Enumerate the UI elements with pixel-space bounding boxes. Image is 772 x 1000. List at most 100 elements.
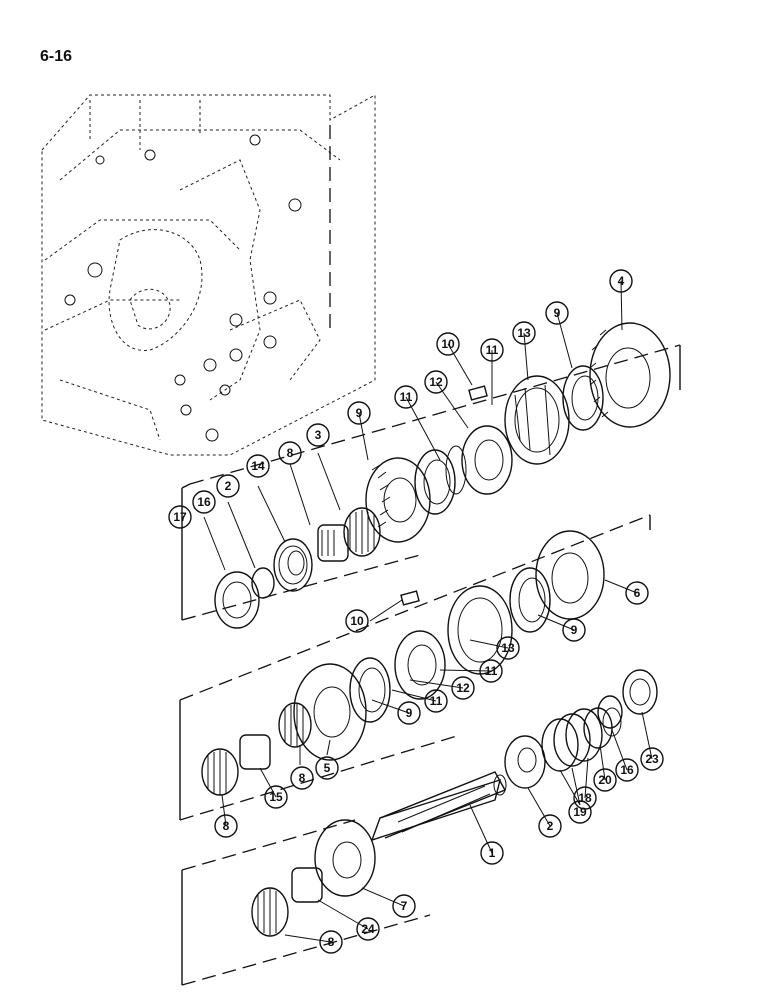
svg-text:5: 5 [324, 761, 331, 775]
svg-text:8: 8 [287, 446, 294, 460]
svg-text:23: 23 [645, 752, 659, 766]
sleeve-14 [317, 524, 349, 562]
callout-16: 16 [192, 490, 216, 514]
sleeve-24 [291, 867, 323, 903]
callout-13: 13 [496, 636, 520, 660]
callout-13: 13 [512, 321, 536, 345]
leader-lines [203, 280, 653, 943]
svg-text:11: 11 [430, 694, 443, 708]
svg-text:12: 12 [456, 681, 470, 695]
callout-8: 8 [319, 930, 343, 954]
shaft-1 [370, 771, 507, 842]
plane-top-shaft [181, 344, 681, 621]
svg-text:8: 8 [223, 819, 230, 833]
needle-bearing-8d [251, 887, 289, 937]
callout-7: 7 [392, 894, 416, 918]
callout-8: 8 [290, 766, 314, 790]
callout-2: 2 [538, 814, 562, 838]
snap-ring-16b [597, 695, 623, 729]
svg-text:8: 8 [299, 771, 306, 785]
svg-text:11: 11 [486, 343, 499, 357]
svg-text:7: 7 [401, 899, 408, 913]
synchro-ring-9c [509, 567, 551, 633]
sleeve-13b [447, 585, 513, 675]
cover-23 [622, 669, 658, 715]
svg-text:17: 17 [173, 510, 187, 524]
hub-12 [461, 425, 513, 495]
svg-text:16: 16 [197, 495, 211, 509]
svg-text:1: 1 [489, 846, 496, 860]
svg-text:15: 15 [269, 790, 283, 804]
svg-text:4: 4 [618, 274, 625, 288]
plane-middle-shaft [179, 514, 651, 821]
svg-text:3: 3 [315, 428, 322, 442]
callout-5: 5 [315, 756, 339, 780]
callout-4: 4 [609, 269, 633, 293]
svg-text:10: 10 [441, 337, 455, 351]
gear-6 [535, 530, 605, 620]
sleeve-15 [239, 734, 271, 770]
svg-text:14: 14 [251, 459, 265, 473]
snap-ring-16a [251, 567, 275, 599]
snap-ring-20 [602, 707, 622, 737]
callout-1: 1 [480, 841, 504, 865]
callout-14: 14 [246, 454, 270, 478]
callout-15: 15 [264, 785, 288, 809]
svg-text:10: 10 [350, 614, 364, 628]
callout-16: 16 [615, 758, 639, 782]
spring-11b [445, 445, 467, 495]
svg-text:2: 2 [547, 819, 554, 833]
callout-17: 17 [168, 505, 192, 529]
transmission-housing-illustration [41, 94, 376, 456]
gear-7 [314, 819, 376, 897]
callout-23: 23 [640, 747, 664, 771]
callout-9: 9 [562, 618, 586, 642]
key-10a [468, 385, 488, 401]
callout-12: 12 [451, 676, 475, 700]
callout-8: 8 [278, 441, 302, 465]
bearing-2a [273, 538, 313, 592]
svg-text:20: 20 [598, 773, 612, 787]
svg-text:9: 9 [554, 306, 561, 320]
svg-text:9: 9 [406, 706, 413, 720]
svg-text:19: 19 [573, 805, 587, 819]
svg-text:13: 13 [517, 326, 531, 340]
synchro-ring-9b [414, 449, 456, 515]
callout-12: 12 [424, 370, 448, 394]
gear-4 [589, 322, 671, 428]
callout-9: 9 [545, 301, 569, 325]
bearing-2b [504, 735, 546, 789]
callout-9: 9 [347, 401, 371, 425]
gear-5 [293, 663, 367, 761]
callout-10: 10 [345, 609, 369, 633]
key-10b [400, 590, 420, 606]
svg-text:9: 9 [356, 406, 363, 420]
callout-3: 3 [306, 423, 330, 447]
gear-3 [365, 457, 431, 543]
callout-10: 10 [436, 332, 460, 356]
springs-19 [541, 708, 603, 772]
svg-text:12: 12 [429, 375, 443, 389]
svg-text:9: 9 [571, 623, 578, 637]
callout-11: 11 [424, 689, 448, 713]
svg-text:24: 24 [361, 922, 375, 936]
callout-8: 8 [214, 814, 238, 838]
svg-text:11: 11 [485, 664, 498, 678]
callout-2: 2 [216, 474, 240, 498]
synchro-ring-9a [562, 365, 604, 431]
callout-11: 11 [394, 385, 418, 409]
svg-text:8: 8 [328, 935, 335, 949]
end-cap-17 [214, 571, 260, 629]
svg-text:16: 16 [620, 763, 634, 777]
svg-text:11: 11 [400, 390, 413, 404]
callout-24: 24 [356, 917, 380, 941]
svg-text:13: 13 [501, 641, 515, 655]
callout-11: 11 [479, 659, 503, 683]
svg-text:2: 2 [225, 479, 232, 493]
callout-19: 19 [568, 800, 592, 824]
callout-20: 20 [593, 768, 617, 792]
needle-bearing-8a [343, 507, 381, 557]
svg-text:6: 6 [634, 586, 641, 600]
synchro-ring-9d [349, 657, 391, 723]
